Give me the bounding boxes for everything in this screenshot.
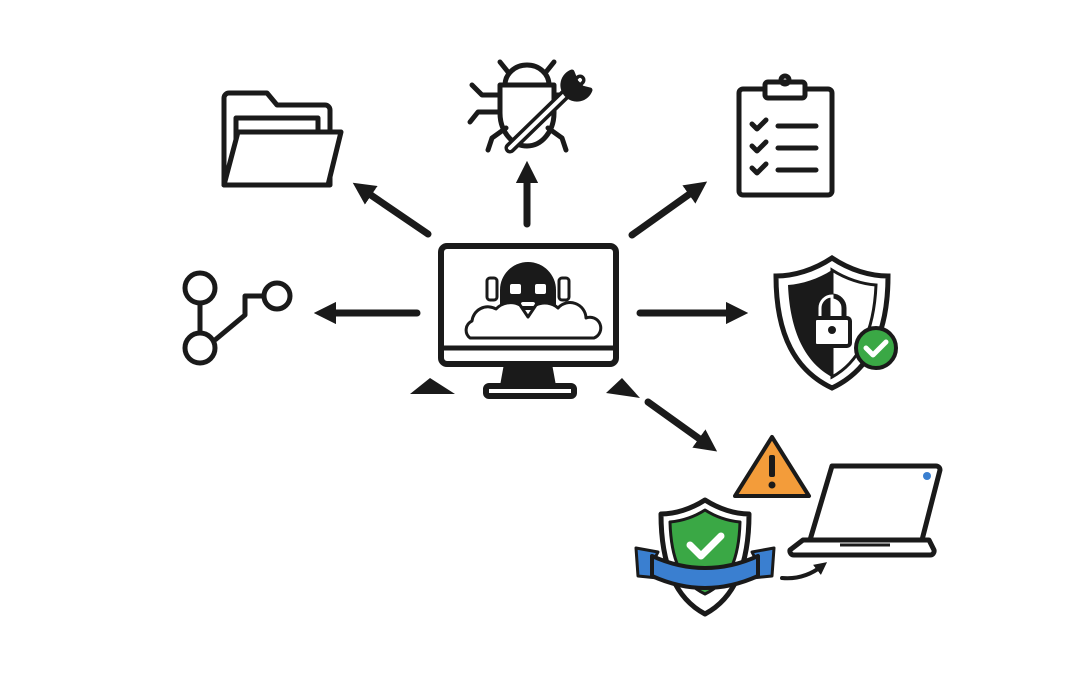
shield-lock-check-icon — [773, 254, 898, 391]
monitor-robot-cloud-icon — [438, 243, 619, 399]
arrow-to-folder — [352, 182, 432, 238]
checklist-clipboard-icon — [736, 73, 835, 198]
decorative-triangle-right — [606, 378, 640, 398]
folder-icon — [221, 90, 344, 188]
arrow-to-clipboard — [628, 181, 708, 239]
curved-arrow-icon — [780, 562, 828, 581]
bug-wrench-icon — [467, 59, 593, 154]
decorative-triangle-left — [410, 378, 455, 394]
verified-shield-badge-icon — [634, 497, 776, 617]
warning-icon — [733, 435, 811, 498]
git-branch-icon — [182, 270, 293, 366]
arrow-to-security-group — [644, 398, 718, 452]
laptop-icon — [780, 463, 943, 581]
